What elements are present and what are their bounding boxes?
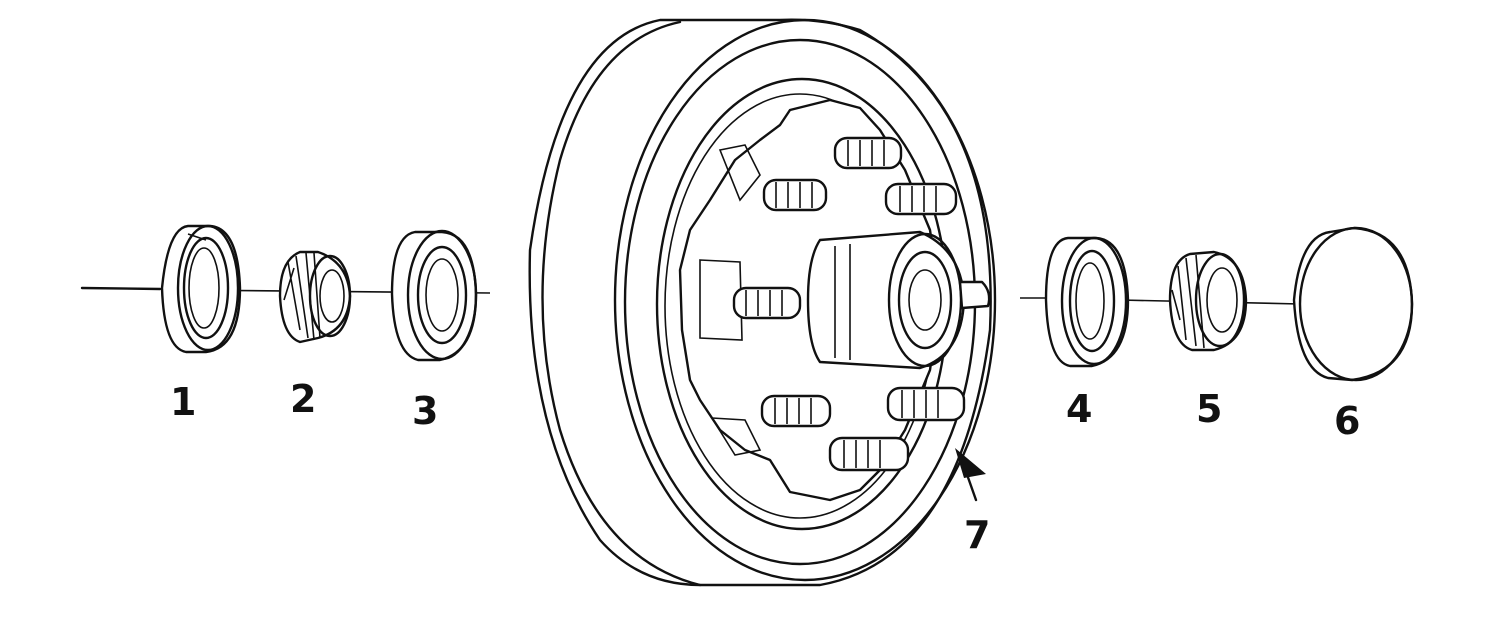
label-part-7: 7: [964, 513, 991, 557]
part-5-bearing-cone: [1168, 250, 1248, 352]
label-part-4: 4: [1066, 387, 1093, 431]
part-6-dust-cap: [1292, 226, 1414, 382]
label-part-6: 6: [1334, 399, 1361, 443]
part-7-hub-drum: [528, 18, 997, 587]
part-4-bearing-race: [1044, 236, 1130, 368]
label-part-5: 5: [1196, 387, 1223, 431]
label-part-2: 2: [290, 377, 317, 421]
label-part-3: 3: [412, 389, 439, 433]
part-3-grease-seal: [390, 229, 478, 362]
label-part-1: 1: [170, 380, 197, 424]
part-2-bearing-cone: [278, 250, 352, 344]
wheel-studs: [732, 136, 966, 472]
part-7-leader-arrow: [955, 448, 986, 502]
part-1-bearing-race: [160, 224, 242, 354]
